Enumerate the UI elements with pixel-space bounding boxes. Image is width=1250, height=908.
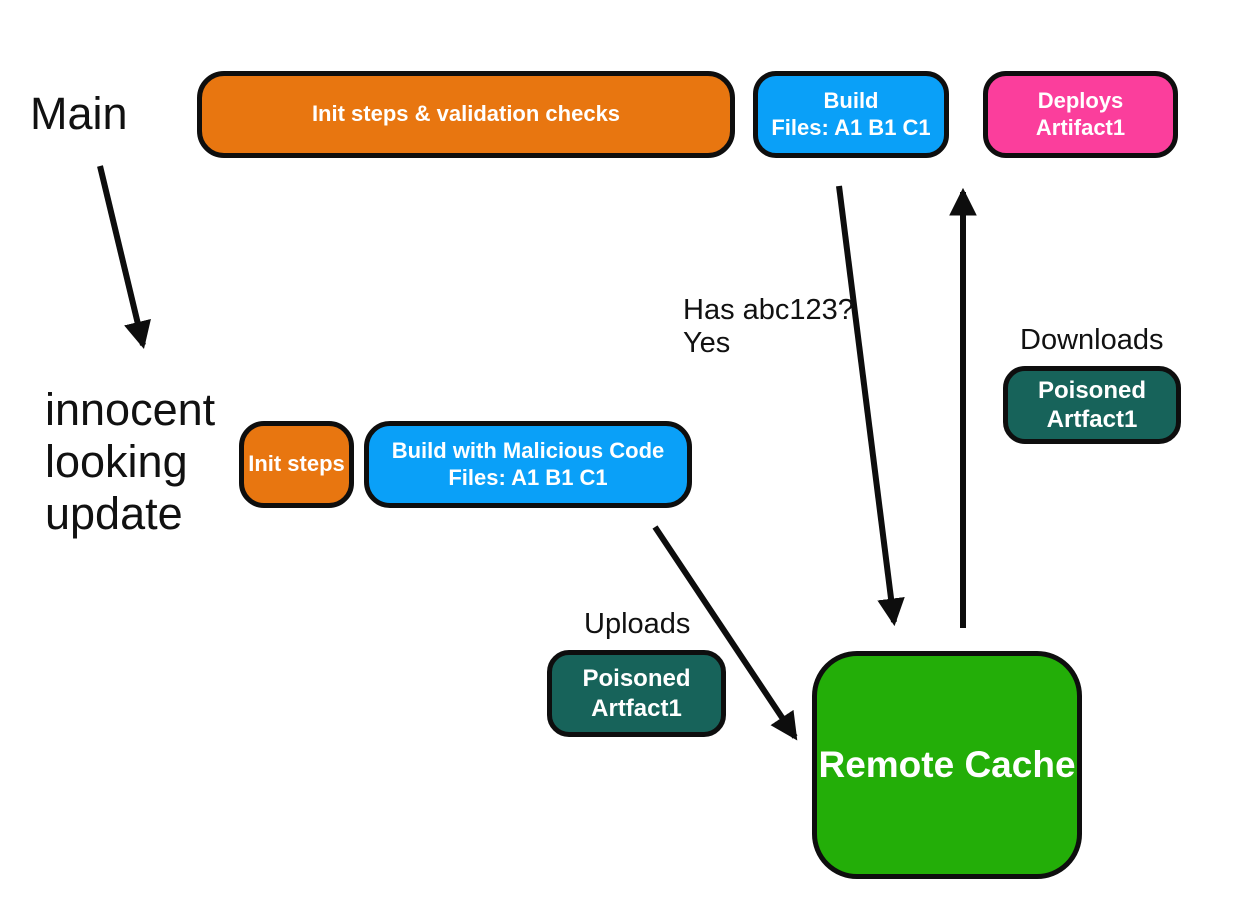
arrow-build-to-remote-cache xyxy=(836,185,905,627)
node-deploys-line2: Artifact1 xyxy=(1035,114,1126,140)
node-remote-cache-label: Remote Cache xyxy=(818,744,1076,786)
node-build-malicious-line2: Files: A1 B1 C1 xyxy=(448,464,608,490)
label-innocent-line2: looking xyxy=(45,436,188,488)
node-remote-cache: Remote Cache xyxy=(812,651,1082,879)
label-innocent-line1: innocent xyxy=(45,384,216,435)
label-uploads: Uploads xyxy=(584,608,691,640)
node-init-steps-label: Init steps xyxy=(248,451,345,477)
node-build-malicious-line1: Build with Malicious Code xyxy=(391,437,665,463)
node-init-steps: Init steps xyxy=(239,421,354,508)
node-build-main: Build Files: A1 B1 C1 xyxy=(753,71,949,158)
label-innocent-line3: update xyxy=(45,488,183,540)
node-poisoned-upload-line2: Artfact1 xyxy=(591,694,682,722)
label-has-hash-answer: Yes xyxy=(683,327,731,360)
node-init-validation-checks: Init steps & validation checks xyxy=(197,71,735,158)
label-has-hash-question: Has abc123? xyxy=(683,294,854,326)
arrow-main-to-innocent-update xyxy=(97,165,151,350)
node-build-with-malicious-code: Build with Malicious Code Files: A1 B1 C… xyxy=(364,421,692,508)
node-build-main-line1: Build xyxy=(823,87,879,113)
label-main-branch: Main xyxy=(30,88,128,139)
node-poisoned-download-line2: Artfact1 xyxy=(1046,406,1138,433)
node-poisoned-artifact-upload: Poisoned Artfact1 xyxy=(547,650,726,737)
node-poisoned-download-line1: Poisoned xyxy=(1037,376,1146,404)
label-downloads: Downloads xyxy=(1020,324,1164,356)
label-has-hash: Has abc123? Yes xyxy=(683,294,854,361)
node-init-validation-label: Init steps & validation checks xyxy=(311,101,621,127)
node-build-main-line2: Files: A1 B1 C1 xyxy=(771,114,931,140)
node-deploys-line1: Deploys xyxy=(1037,87,1124,113)
label-innocent-update: innocent looking update xyxy=(45,384,215,541)
node-poisoned-upload-line1: Poisoned xyxy=(582,665,691,693)
node-poisoned-artifact-download: Poisoned Artfact1 xyxy=(1003,366,1181,444)
node-deploys-artifact: Deploys Artifact1 xyxy=(983,71,1178,158)
